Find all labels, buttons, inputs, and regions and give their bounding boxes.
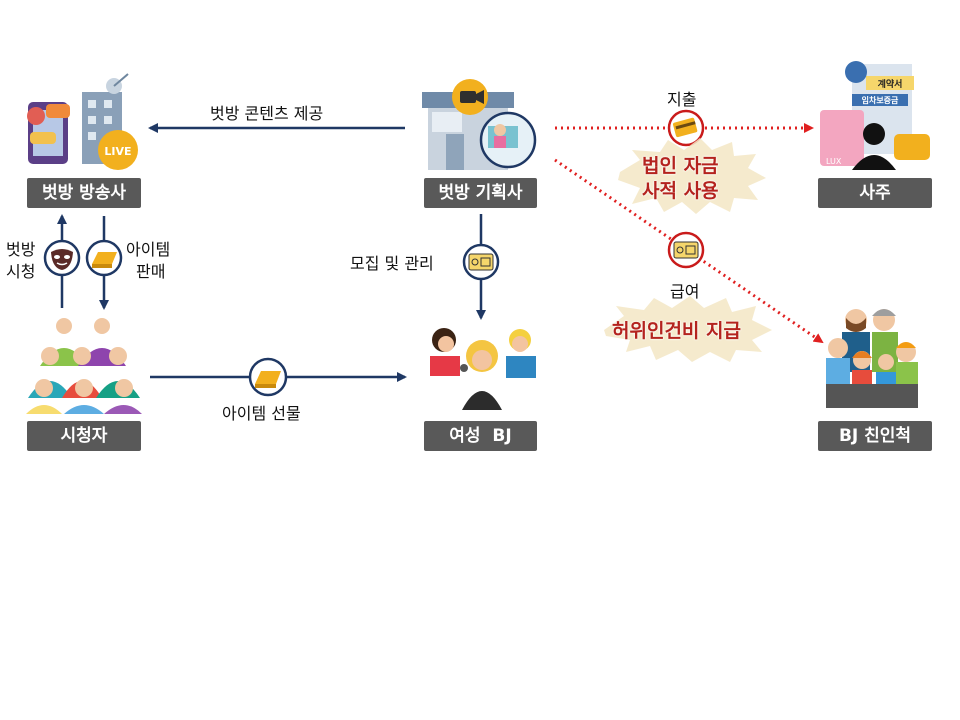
viewers-icon bbox=[26, 318, 142, 414]
credit-card-icon bbox=[667, 109, 705, 147]
gold-bar-icon bbox=[85, 239, 123, 277]
misuse-stamp-line1: 법인 자금 bbox=[642, 155, 719, 177]
gold-bar-gift-icon bbox=[248, 357, 288, 397]
owner-icon: 계약서 임차보증금 LUX bbox=[820, 61, 930, 170]
burst-shape-2 bbox=[604, 296, 772, 362]
content-supply-text: 벗방 콘텐츠 제공 bbox=[210, 104, 324, 123]
agency-label: 벗방 기획사 bbox=[424, 178, 537, 208]
burst-shape bbox=[618, 138, 766, 214]
deposit-text: 임차보증금 bbox=[862, 95, 899, 105]
fake-payroll-stamp: 허위인건비 지급 bbox=[612, 320, 741, 342]
card-icon-recruit bbox=[462, 243, 500, 281]
relatives-icon bbox=[826, 309, 918, 408]
watch-text-line2: 시청 bbox=[6, 262, 36, 281]
broadcaster-label: 벗방 방송사 bbox=[27, 178, 141, 208]
relatives-label: BJ 친인척 bbox=[818, 421, 932, 451]
recruit-text: 모집 및 관리 bbox=[350, 254, 434, 273]
salary-card-icon bbox=[667, 231, 705, 269]
watch-text-line1: 벗방 bbox=[6, 240, 36, 259]
expense-text: 지출 bbox=[667, 90, 697, 109]
item-sale-text-line1: 아이템 bbox=[126, 240, 171, 259]
watch-mask-icon bbox=[43, 239, 81, 277]
live-text: LIVE bbox=[104, 145, 131, 158]
viewers-label: 시청자 bbox=[27, 421, 141, 451]
lux-text: LUX bbox=[826, 157, 842, 166]
female-bj-label: 여성 BJ bbox=[424, 421, 537, 451]
item-sale-text-line2: 판매 bbox=[136, 262, 166, 281]
item-gift-text: 아이템 선물 bbox=[222, 404, 301, 423]
misuse-stamp-line2: 사적 사용 bbox=[642, 180, 719, 202]
female-bj-icon bbox=[430, 328, 536, 410]
contract-text: 계약서 bbox=[878, 78, 903, 90]
agency-icon bbox=[422, 79, 537, 170]
broadcaster-icon: LIVE bbox=[27, 73, 138, 170]
salary-text: 급여 bbox=[670, 282, 700, 301]
owner-label: 사주 bbox=[818, 178, 932, 208]
